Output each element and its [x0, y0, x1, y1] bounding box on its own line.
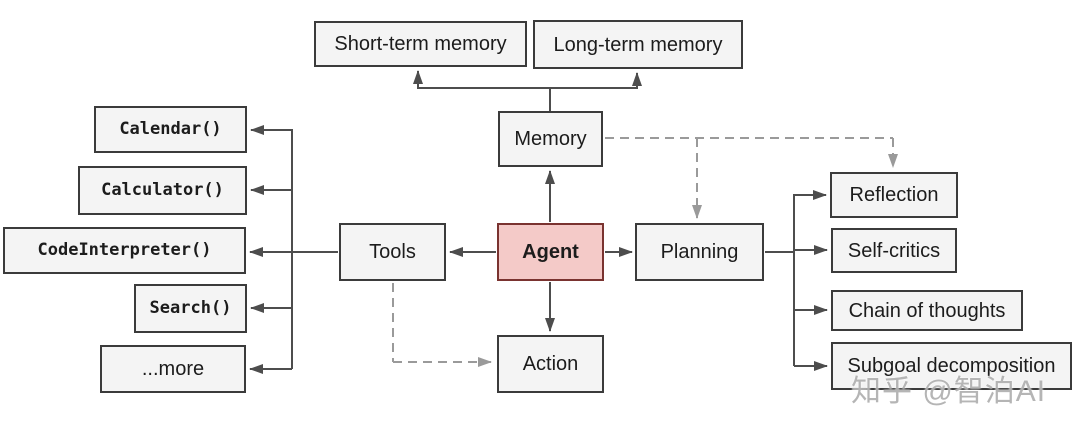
- node-more: ...more: [100, 345, 246, 393]
- node-search: Search(): [134, 284, 247, 333]
- node-memory: Memory: [498, 111, 603, 167]
- node-subgoal-decomposition: Subgoal decomposition: [831, 342, 1072, 390]
- edge-tools-to-action-dashed: [392, 283, 492, 367]
- node-action: Action: [497, 335, 604, 393]
- edge-tools-to-functions: [249, 125, 338, 374]
- watermark: 知乎 @智泊AI: [851, 375, 1047, 408]
- node-calendar: Calendar(): [94, 106, 247, 153]
- node-agent: Agent: [497, 223, 604, 281]
- edge-memory-dashed: [605, 137, 898, 219]
- edge-memory-to-term-memories: [413, 70, 642, 112]
- node-short-term-memory: Short-term memory: [314, 21, 527, 67]
- node-long-term-memory: Long-term memory: [533, 20, 743, 69]
- node-chain-of-thoughts: Chain of thoughts: [831, 290, 1023, 331]
- edge-planning-to-techniques: [765, 190, 828, 371]
- node-code-interpreter: CodeInterpreter(): [3, 227, 246, 274]
- node-tools: Tools: [339, 223, 446, 281]
- node-reflection: Reflection: [830, 172, 958, 218]
- node-calculator: Calculator(): [78, 166, 247, 215]
- node-self-critics: Self-critics: [831, 228, 957, 273]
- node-planning: Planning: [635, 223, 764, 281]
